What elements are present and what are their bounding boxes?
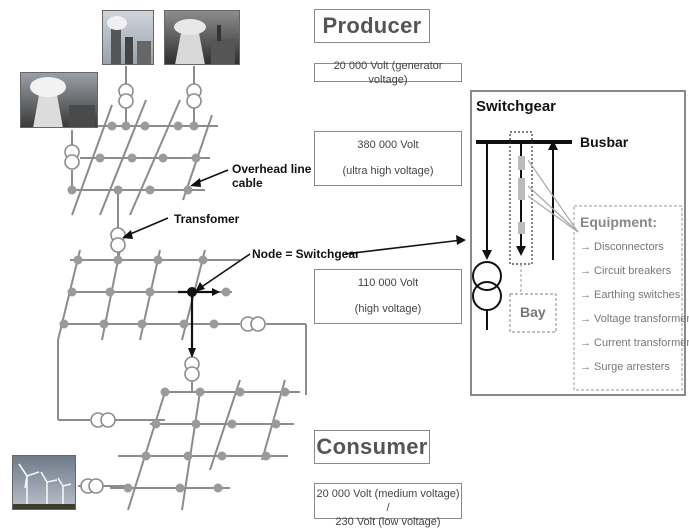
overhead-line-label: Overhead line / cable — [232, 162, 318, 190]
overhead-line-label-1: Overhead line / — [232, 162, 318, 176]
node-label: Node = Switchgear — [252, 247, 360, 261]
consumer-voltage-line2: 230 Volt (low voltage) — [315, 515, 461, 529]
consumer-title-text: Consumer — [316, 434, 427, 460]
producer-title: Producer — [314, 9, 430, 43]
switchgear-title: Switchgear — [476, 98, 556, 115]
high-voltage-line1: 110 000 Volt — [315, 276, 461, 290]
generator-voltage-text: 20 000 Volt (generator voltage) — [315, 59, 461, 87]
ultra-high-voltage-box: 380 000 Volt (ultra high voltage) — [314, 131, 462, 186]
consumer-voltage-box: 20 000 Volt (medium voltage) / 230 Volt … — [314, 483, 462, 519]
ultra-high-voltage-line1: 380 000 Volt — [315, 138, 461, 152]
equipment-item-current-transformers: → Current transformers — [580, 336, 689, 360]
equipment-item-surge-arresters: → Surge arresters — [580, 360, 689, 384]
equipment-item-disconnectors: → Disconnectors — [580, 240, 689, 264]
ultra-high-voltage-line2: (ultra high voltage) — [315, 164, 461, 178]
equipment-item-voltage-transformers: → Voltage transformers — [580, 312, 689, 336]
power-plant-photo — [102, 10, 154, 65]
high-voltage-line2: (high voltage) — [315, 302, 461, 316]
equipment-list: → Disconnectors → Circuit breakers → Ear… — [580, 240, 689, 384]
cooling-tower-icon — [165, 11, 240, 65]
generator-voltage-box: 20 000 Volt (generator voltage) — [314, 63, 462, 82]
busbar-label: Busbar — [580, 134, 628, 150]
power-plant-icon — [103, 11, 154, 65]
wind-turbine-icon — [13, 456, 76, 510]
equipment-item-earthing-switches: → Earthing switches — [580, 288, 689, 312]
high-voltage-box: 110 000 Volt (high voltage) — [314, 269, 462, 324]
consumer-title: Consumer — [314, 430, 430, 464]
bay-label: Bay — [520, 304, 546, 320]
transformer-label: Transfomer — [174, 212, 239, 226]
nuclear-plant-icon — [21, 73, 98, 128]
overhead-line-label-2: cable — [232, 176, 263, 190]
equipment-item-circuit-breakers: → Circuit breakers — [580, 264, 689, 288]
consumer-voltage-line1: 20 000 Volt (medium voltage) / — [315, 487, 461, 515]
producer-title-text: Producer — [323, 13, 422, 39]
equipment-title: Equipment: — [580, 214, 657, 230]
wind-farm-photo — [12, 455, 76, 510]
nuclear-plant-photo — [20, 72, 98, 128]
cooling-tower-photo — [164, 10, 240, 65]
